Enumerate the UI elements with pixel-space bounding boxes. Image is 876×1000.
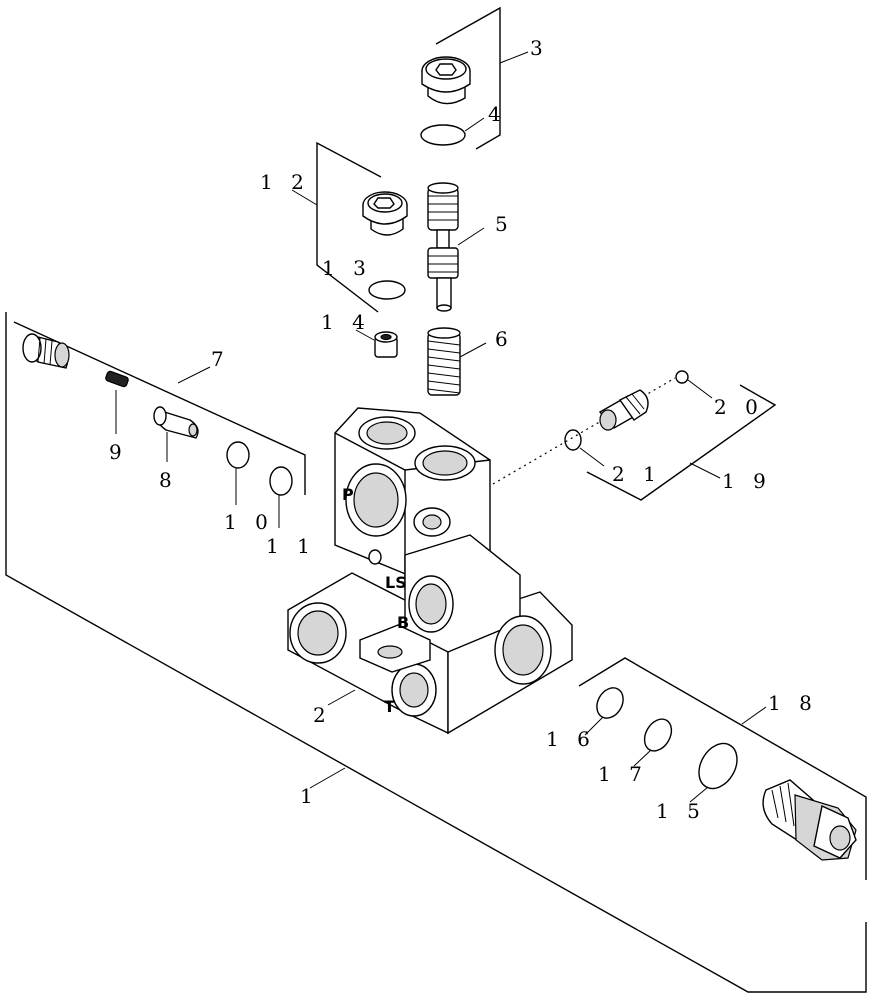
callout-21: 2 1 bbox=[612, 462, 662, 486]
part-2-valve-body: LS P B T bbox=[287, 407, 573, 735]
callout-13: 1 3 bbox=[322, 256, 372, 280]
callout-11: 1 1 bbox=[266, 534, 316, 558]
part-21-o-ring bbox=[564, 429, 605, 467]
callout-6: 6 bbox=[495, 327, 514, 351]
part-13-o-ring bbox=[368, 280, 406, 300]
part-7-plug bbox=[22, 333, 70, 369]
bracket-18 bbox=[578, 657, 867, 880]
part-19-fitting bbox=[598, 389, 649, 431]
port-mark-p: P bbox=[342, 485, 354, 504]
bracket-7 bbox=[13, 321, 306, 495]
bracket-19 bbox=[586, 384, 777, 501]
callout-12: 1 2 bbox=[260, 170, 310, 194]
part-14-plug bbox=[374, 331, 398, 358]
callout-14: 1 4 bbox=[321, 310, 371, 334]
callout-19: 1 9 bbox=[722, 469, 772, 493]
part-15-o-ring bbox=[689, 742, 738, 803]
callout-8: 8 bbox=[159, 468, 178, 492]
part-17-o-ring bbox=[633, 718, 673, 767]
callout-18: 1 8 bbox=[768, 691, 818, 715]
part-8-pin bbox=[153, 406, 199, 462]
callout-2: 2 bbox=[313, 703, 332, 727]
port-mark-b: B bbox=[397, 613, 409, 632]
callout-10: 1 0 bbox=[224, 510, 274, 534]
callout-1: 1 bbox=[300, 784, 319, 808]
part-3-plug bbox=[421, 56, 471, 105]
part-20-o-ring bbox=[675, 370, 713, 399]
part-11-o-ring bbox=[269, 466, 293, 528]
part-6-spring bbox=[427, 327, 461, 396]
part-18-relief-valve bbox=[762, 779, 857, 861]
bracket-12 bbox=[291, 141, 382, 313]
port-mark-t: T bbox=[384, 697, 395, 716]
bracket-3 bbox=[435, 6, 529, 150]
callout-7: 7 bbox=[211, 347, 230, 371]
callout-labels: 1 2 3 4 5 6 7 8 9 1 0 1 1 1 2 1 3 1 4 1 … bbox=[109, 36, 818, 823]
bracket-1 bbox=[5, 312, 867, 993]
callout-4: 4 bbox=[488, 102, 507, 126]
callout-5: 5 bbox=[495, 212, 514, 236]
part-9-set-screw bbox=[105, 370, 129, 434]
callout-20: 2 0 bbox=[714, 395, 764, 419]
part-16-o-ring bbox=[584, 687, 624, 736]
part-10-o-ring bbox=[226, 441, 250, 505]
callout-3: 3 bbox=[530, 36, 549, 60]
part-5-spool bbox=[427, 182, 459, 312]
part-4-o-ring bbox=[420, 124, 466, 146]
callout-9: 9 bbox=[109, 440, 128, 464]
callout-16: 1 6 bbox=[546, 727, 596, 751]
callout-17: 1 7 bbox=[598, 762, 648, 786]
port-mark-ls: LS bbox=[385, 573, 407, 592]
callout-15: 1 5 bbox=[656, 799, 706, 823]
part-12-plug bbox=[362, 191, 408, 236]
